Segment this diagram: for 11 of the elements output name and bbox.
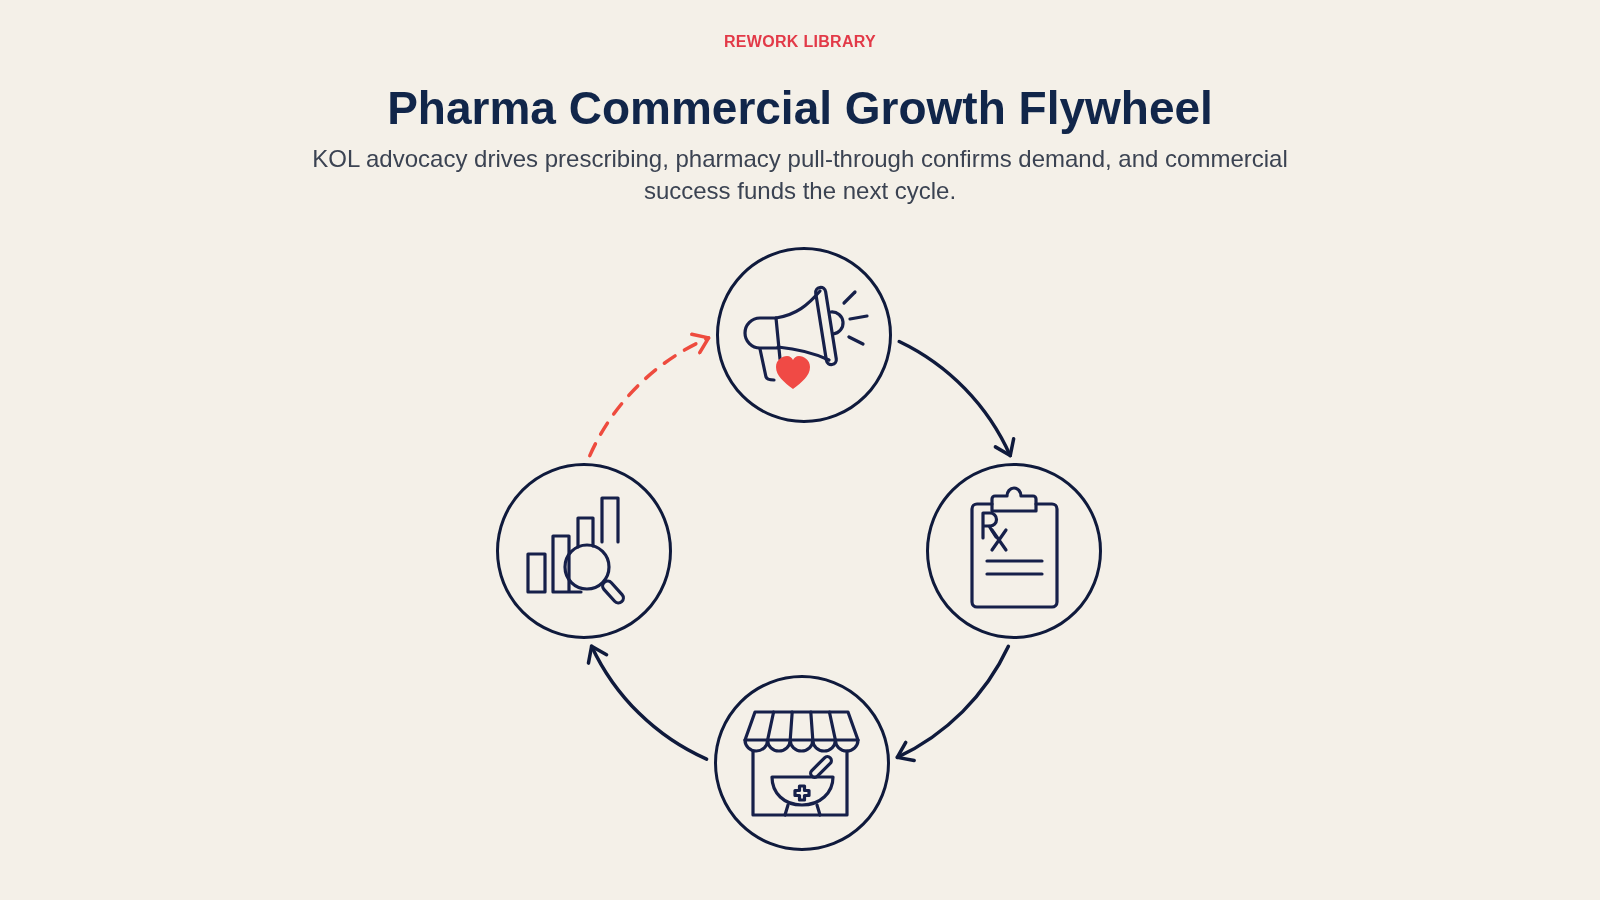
icon-circle <box>496 463 672 639</box>
dashed-curved-arrow <box>588 333 711 458</box>
curved-arrow <box>587 644 709 761</box>
subtitle: KOL advocacy drives prescribing, pharmacy pull-through confirms demand, and commercial success funds the next cycle. <box>311 144 1289 206</box>
curved-arrow <box>897 339 1015 458</box>
icon-circle <box>714 675 890 851</box>
title: Pharma Commercial Growth Flywheel <box>387 81 1213 136</box>
curved-arrow <box>895 644 1011 762</box>
icon-circle <box>926 463 1102 639</box>
icon-circle <box>716 247 892 423</box>
eyebrow-label: REWORK LIBRARY <box>724 33 876 51</box>
